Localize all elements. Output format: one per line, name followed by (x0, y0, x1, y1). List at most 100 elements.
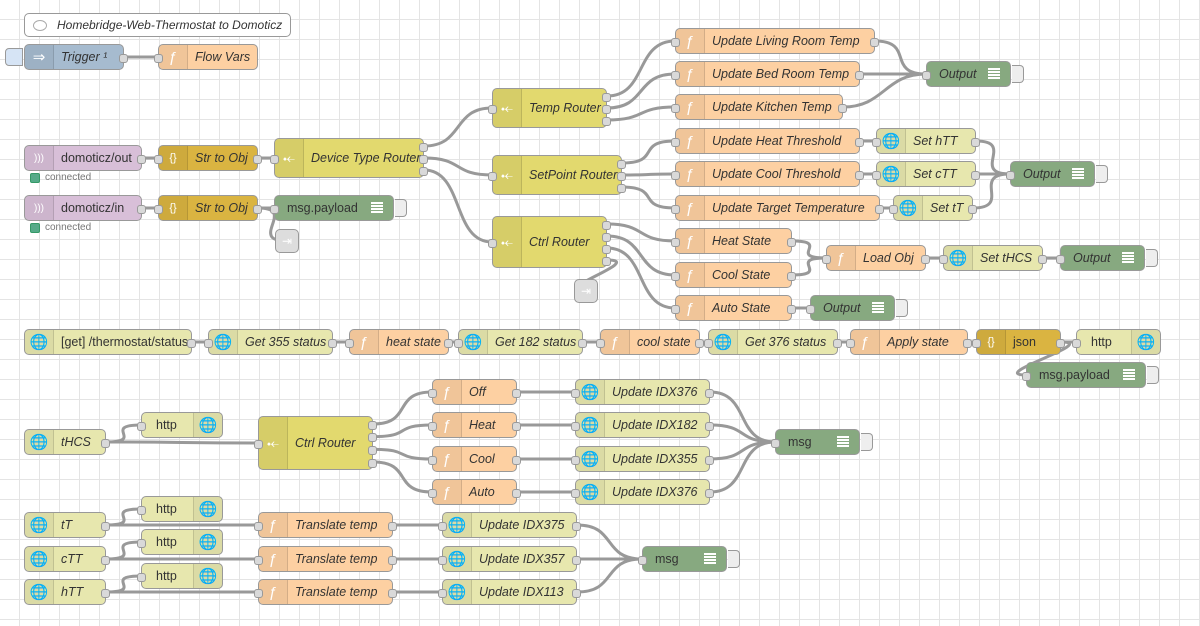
set-thcs-node[interactable]: 🌐Set tHCS (939, 245, 1047, 271)
input-port[interactable] (438, 521, 447, 531)
output-port[interactable] (512, 488, 521, 498)
upd-idx357-node[interactable]: 🌐Update IDX357 (438, 546, 581, 572)
debug-toggle-button[interactable] (1146, 249, 1158, 267)
output-4-node[interactable]: Output (806, 295, 908, 321)
output-port[interactable] (602, 220, 611, 230)
input-port[interactable] (270, 154, 279, 164)
input-port[interactable] (1022, 371, 1031, 381)
output-port[interactable] (572, 555, 581, 565)
output-port[interactable] (572, 521, 581, 531)
input-port[interactable] (671, 237, 680, 247)
http-resp-5-node[interactable]: 🌐http (137, 563, 223, 589)
output-2-node[interactable]: Output (1006, 161, 1108, 187)
msg-payload-2-node[interactable]: msg.payload (1022, 362, 1159, 388)
get-182-node[interactable]: 🌐Get 182 status (454, 329, 587, 355)
output-port[interactable] (253, 204, 262, 214)
output-port[interactable] (968, 204, 977, 214)
output-port[interactable] (838, 103, 847, 113)
upd-idx355-node[interactable]: 🌐Update IDX355 (571, 446, 714, 472)
output-port[interactable] (971, 137, 980, 147)
input-port[interactable] (488, 171, 497, 181)
set-ctt-node[interactable]: 🌐Set cTT (872, 161, 980, 187)
input-port[interactable] (571, 488, 580, 498)
output-port[interactable] (368, 420, 377, 430)
output-port[interactable] (119, 53, 128, 63)
output-port[interactable] (875, 204, 884, 214)
output-port[interactable] (419, 166, 428, 176)
output-port[interactable] (602, 244, 611, 254)
input-port[interactable] (889, 204, 898, 214)
upd-idx182-node[interactable]: 🌐Update IDX182 (571, 412, 714, 438)
input-port[interactable] (428, 421, 437, 431)
output-port[interactable] (368, 458, 377, 468)
output-port[interactable] (572, 588, 581, 598)
input-port[interactable] (137, 505, 146, 515)
input-port[interactable] (806, 304, 815, 314)
input-port[interactable] (428, 388, 437, 398)
input-port[interactable] (671, 70, 680, 80)
json-node[interactable]: {}json (972, 329, 1065, 355)
ctrl-router-1-node[interactable]: ⤝Ctrl Router (488, 216, 611, 268)
ctrl-router-2-node[interactable]: ⤝Ctrl Router (254, 416, 377, 470)
input-port[interactable] (1072, 338, 1081, 348)
input-port[interactable] (571, 455, 580, 465)
output-port[interactable] (101, 588, 110, 598)
input-port[interactable] (454, 338, 463, 348)
setpoint-router-node[interactable]: ⤝SetPoint Router (488, 155, 626, 195)
tt-node[interactable]: 🌐tT (24, 512, 110, 538)
input-port[interactable] (204, 338, 213, 348)
debug-toggle-button[interactable] (1147, 366, 1159, 384)
input-port[interactable] (488, 238, 497, 248)
get-376-node[interactable]: 🌐Get 376 status (704, 329, 842, 355)
output-port[interactable] (444, 338, 453, 348)
input-port[interactable] (488, 104, 497, 114)
mqtt-in-node[interactable]: )))domoticz/in (24, 195, 146, 221)
input-port[interactable] (137, 538, 146, 548)
output-port[interactable] (419, 154, 428, 164)
output-port[interactable] (602, 232, 611, 242)
debug-toggle-button[interactable] (1096, 165, 1108, 183)
input-port[interactable] (771, 438, 780, 448)
output-port[interactable] (617, 159, 626, 169)
output-port[interactable] (368, 433, 377, 443)
output-port[interactable] (963, 338, 972, 348)
output-port[interactable] (101, 521, 110, 531)
htt-node[interactable]: 🌐hTT (24, 579, 110, 605)
output-port[interactable] (705, 421, 714, 431)
debug-toggle-button[interactable] (896, 299, 908, 317)
input-port[interactable] (254, 588, 263, 598)
input-port[interactable] (638, 555, 647, 565)
output-port[interactable] (512, 421, 521, 431)
input-port[interactable] (428, 455, 437, 465)
http-resp-4-node[interactable]: 🌐http (137, 529, 223, 555)
input-port[interactable] (671, 271, 680, 281)
input-port[interactable] (671, 37, 680, 47)
output-port[interactable] (855, 137, 864, 147)
output-port[interactable] (388, 521, 397, 531)
input-port[interactable] (254, 439, 263, 449)
input-port[interactable] (671, 170, 680, 180)
upd-idx376-a-node[interactable]: 🌐Update IDX376 (571, 379, 714, 405)
output-port[interactable] (971, 170, 980, 180)
input-port[interactable] (571, 388, 580, 398)
output-port[interactable] (705, 455, 714, 465)
input-port[interactable] (254, 555, 263, 565)
input-port[interactable] (671, 137, 680, 147)
output-port[interactable] (101, 438, 110, 448)
output-1-node[interactable]: Output (922, 61, 1024, 87)
http-resp-2-node[interactable]: 🌐http (137, 412, 223, 438)
set-htt-node[interactable]: 🌐Set hTT (872, 128, 980, 154)
output-port[interactable] (695, 338, 704, 348)
input-port[interactable] (596, 338, 605, 348)
